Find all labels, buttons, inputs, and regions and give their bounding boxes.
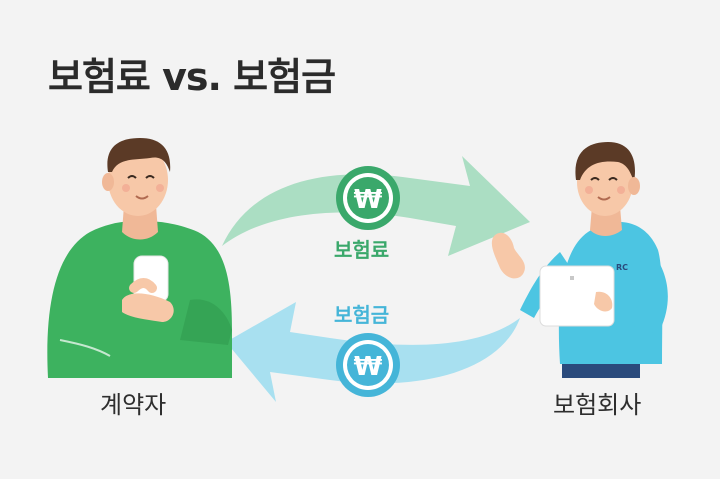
page-title: 보험료 vs. 보험금 [48,55,336,99]
shirt-logo: RC [616,263,628,272]
insurer-caption: 보험회사 [553,391,642,419]
won-coin-icon: ₩ [336,333,400,397]
claim-label: 보험금 [334,303,390,327]
policyholder-figure [47,138,233,378]
premium-label: 보험료 [334,238,390,262]
policyholder-caption: 계약자 [100,391,167,419]
won-symbol: ₩ [354,185,383,215]
won-symbol: ₩ [354,352,383,382]
insurer-figure: RC [491,142,668,378]
won-coin-icon: ₩ [336,166,400,230]
